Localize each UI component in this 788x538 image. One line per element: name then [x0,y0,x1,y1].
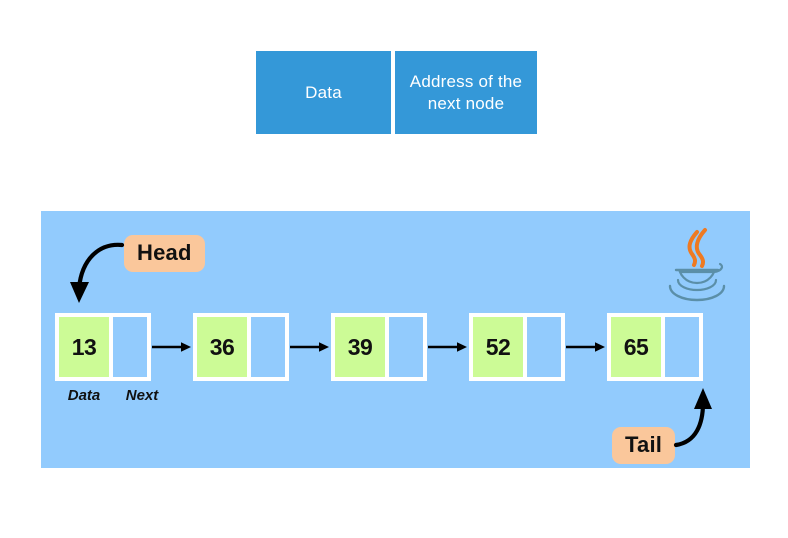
node-data-cell: 13 [59,317,109,377]
link-arrow-icon [427,317,469,377]
node-next-cell [665,317,699,377]
node-data-cell: 36 [197,317,247,377]
node-next-cell [251,317,285,377]
caption-next-label: Next [125,387,159,404]
head-pointer-badge: Head [124,235,205,272]
node-structure-legend: Data Address of the next node [256,51,537,134]
node-next-cell [389,317,423,377]
node-data-cell: 39 [335,317,385,377]
linked-list-panel: 13 36 39 [41,211,750,468]
node-data-cell: 65 [611,317,661,377]
legend-address-line2: next node [427,93,505,113]
node-data-cell: 52 [473,317,523,377]
legend-data-label: Data [305,82,342,102]
node-field-captions: Data Next [55,387,171,404]
tail-pointer-badge: Tail [612,427,676,464]
link-arrow-icon [151,317,193,377]
caption-data-label: Data [67,387,101,404]
legend-address-label: Address of the next node [410,71,522,114]
node-next-cell [113,317,147,377]
link-arrow-icon [565,317,607,377]
legend-address-cell: Address of the next node [395,51,537,134]
node-chain: 13 36 39 [55,313,703,381]
list-node: 36 [193,313,289,381]
legend-data-cell: Data [256,51,391,134]
link-arrow-icon [289,317,331,377]
legend-address-line1: Address of the [409,72,523,92]
list-node: 65 [607,313,703,381]
list-node: 39 [331,313,427,381]
list-node: 13 [55,313,151,381]
list-node: 52 [469,313,565,381]
node-next-cell [527,317,561,377]
